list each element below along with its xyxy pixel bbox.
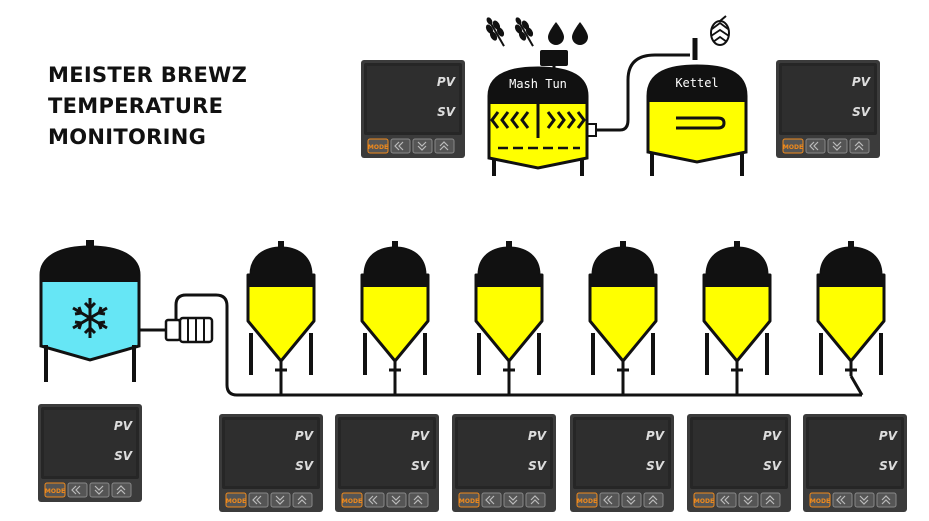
sv-label: SV — [295, 459, 315, 473]
fermenter-6 — [816, 239, 886, 378]
snowflake-icon — [72, 298, 108, 338]
controller-fermenter-5: PV SV — [686, 413, 792, 513]
controller-fermenter-3: PV SV — [451, 413, 557, 513]
pv-label: PV — [295, 429, 315, 443]
pv-label: PV — [437, 75, 457, 89]
title-line-3: MONITORING — [48, 125, 207, 149]
sv-label: SV — [879, 459, 899, 473]
kettel-label: Kettel — [675, 76, 718, 90]
kettel: Kettel — [646, 38, 748, 176]
wheat-icon — [514, 17, 534, 47]
controller-fermenter-1: PV SV — [218, 413, 324, 513]
transfer-pipe-top — [590, 53, 690, 132]
controller-cold-liquor: PV SV — [37, 403, 143, 503]
title-line-1: MEISTER BREWZ — [48, 63, 248, 87]
fermenter-2 — [360, 239, 430, 378]
cold-liquor-tank — [39, 240, 141, 382]
controller-fermenter-4: PV SV — [569, 413, 675, 513]
distribution-pipe — [174, 293, 862, 397]
mash-tun: Mash Tun — [487, 50, 589, 176]
controller-kettel: PV SV — [775, 59, 881, 159]
sv-label: SV — [437, 105, 457, 119]
pump-icon — [164, 316, 214, 344]
fermenter-1 — [246, 239, 316, 378]
sv-label: SV — [528, 459, 548, 473]
title-line-2: TEMPERATURE — [48, 94, 224, 118]
sv-label: SV — [114, 449, 134, 463]
mash-tun-label: Mash Tun — [509, 77, 567, 91]
pv-label: PV — [763, 429, 783, 443]
page-title: MEISTER BREWZ TEMPERATURE MONITORING — [48, 60, 247, 153]
pv-label: PV — [646, 429, 666, 443]
fermenter-5 — [702, 239, 772, 378]
pv-label: PV — [879, 429, 899, 443]
controller-mash-tun: PV SV — [360, 59, 466, 159]
sv-label: SV — [852, 105, 872, 119]
pv-label: PV — [411, 429, 431, 443]
sv-label: SV — [411, 459, 431, 473]
controller-fermenter-2: PV SV — [334, 413, 440, 513]
pv-label: PV — [852, 75, 872, 89]
fermenter-4 — [588, 239, 658, 378]
fermenter-3 — [474, 239, 544, 378]
controller-fermenter-6: PV SV — [802, 413, 908, 513]
pv-label: PV — [114, 419, 134, 433]
water-drop-icon — [548, 22, 564, 45]
pv-label: PV — [528, 429, 548, 443]
sv-label: SV — [646, 459, 666, 473]
sv-label: SV — [763, 459, 783, 473]
wheat-icon — [485, 17, 505, 47]
hop-icon — [710, 15, 730, 46]
water-drop-icon — [572, 22, 588, 45]
